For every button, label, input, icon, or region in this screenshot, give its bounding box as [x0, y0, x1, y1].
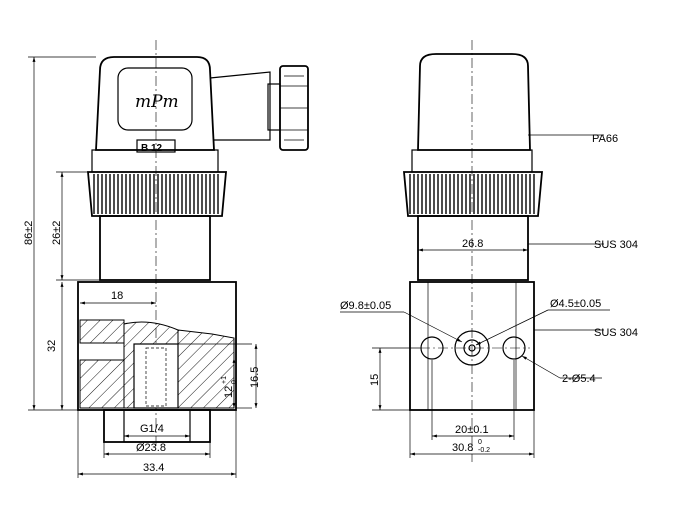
plug-housing: mPm B 12: [95, 56, 309, 154]
brand-plate: [117, 67, 193, 131]
dim-total-height: 86±2: [23, 221, 35, 245]
dim-width-tol-upper: 0: [478, 439, 482, 446]
dim-mount-holes: 2-Ø5.4: [562, 373, 596, 385]
dim-base-height: 32: [46, 340, 58, 352]
dim-bore-depth: 18: [111, 290, 123, 302]
plug-code-box: [136, 139, 176, 153]
knurled-ring: [87, 171, 227, 217]
dim-hole-spacing: 20±0.1: [455, 424, 489, 436]
dim-hole-height: 15: [369, 374, 381, 386]
side-base: [409, 281, 535, 411]
dim-thread-tol-plus: +1: [221, 376, 228, 384]
brand-label: mPm: [135, 92, 179, 112]
dim-width-tol-lower: -0.2: [478, 447, 490, 454]
dim-base-width: 33.4: [143, 462, 164, 474]
process-connection-section: [77, 281, 237, 411]
dim-thread: G1/4: [140, 423, 164, 435]
side-view: PA66 SUS 304 SUS 304 26.8 Ø9.8±0.05 Ø4.5…: [340, 40, 638, 462]
dim-bore-height: 16.5: [249, 367, 261, 388]
port-bore: [133, 343, 179, 409]
side-sensor-body: [417, 215, 529, 281]
plug-code-label: B 12: [141, 143, 163, 154]
dim-thread-depth: 12: [223, 386, 235, 398]
dim-body-width: 26.8: [462, 238, 483, 250]
material-base: SUS 304: [594, 327, 638, 339]
dim-port-dia-side: Ø9.8±0.05: [340, 300, 391, 312]
side-plug-housing: [417, 53, 531, 151]
thread-hidden-lines: [145, 347, 167, 407]
dim-thread-tol-zero: 0: [231, 380, 238, 384]
sensor-body: [99, 215, 211, 281]
dim-port-dia: Ø23.8: [136, 442, 166, 454]
dim-width-main: 30.8: [452, 442, 473, 454]
side-knurled-ring: [403, 171, 543, 217]
material-housing: PA66: [592, 133, 618, 145]
dim-inner-dia: Ø4.5±0.05: [550, 298, 601, 310]
material-body: SUS 304: [594, 239, 638, 251]
dim-upper-height: 26±2: [51, 221, 63, 245]
front-view: mPm B 12: [23, 40, 309, 478]
